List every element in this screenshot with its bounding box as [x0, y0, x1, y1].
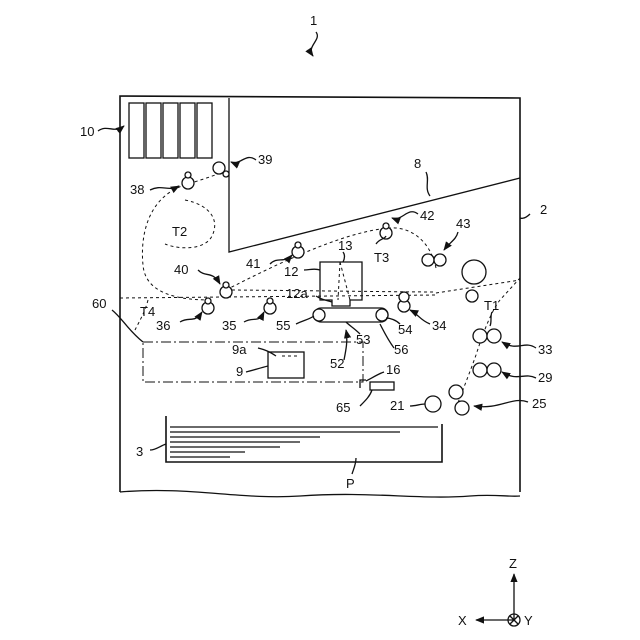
label-9: 9 — [236, 364, 243, 379]
label-39: 39 — [258, 152, 272, 167]
label-42: 42 — [420, 208, 434, 223]
leader-36 — [180, 312, 202, 322]
leader-3 — [150, 444, 166, 450]
discharge-tray — [229, 98, 520, 252]
axis-indicator: Z X Y — [458, 556, 533, 628]
figure-number: 1 — [310, 13, 317, 28]
label-2: 2 — [540, 202, 547, 217]
belt-roller-55 — [313, 309, 325, 321]
leader-40 — [198, 270, 220, 284]
roller-39 — [213, 162, 229, 177]
label-T2: T2 — [172, 224, 187, 239]
label-35: 35 — [222, 318, 236, 333]
leader-13 — [343, 252, 345, 262]
label-16: 16 — [386, 362, 400, 377]
leader-T1 — [490, 312, 492, 326]
axis-x-label: X — [458, 613, 467, 628]
leader-39 — [231, 157, 256, 162]
label-8: 8 — [414, 156, 421, 171]
label-10: 10 — [80, 124, 94, 139]
path-belt — [120, 295, 436, 298]
leader-2 — [520, 214, 530, 218]
label-65: 65 — [336, 400, 350, 415]
leader-16 — [366, 372, 384, 381]
label-53: 53 — [356, 332, 370, 347]
label-33: 33 — [538, 342, 552, 357]
roller-38 — [182, 172, 194, 189]
leader-35 — [244, 312, 264, 322]
toner-cartridges — [129, 103, 212, 158]
label-21: 21 — [390, 398, 404, 413]
label-12a: 12a — [286, 286, 308, 301]
label-54: 54 — [398, 322, 412, 337]
roller-21 — [425, 396, 441, 412]
label-38: 38 — [130, 182, 144, 197]
leader-43 — [444, 232, 458, 250]
label-T3: T3 — [374, 250, 389, 265]
label-43: 43 — [456, 216, 470, 231]
label-3: 3 — [136, 444, 143, 459]
axis-y-label: Y — [524, 613, 533, 628]
leader-9 — [246, 366, 268, 372]
leader-56 — [380, 324, 394, 348]
leader-65 — [360, 390, 372, 406]
leader-33 — [502, 342, 536, 348]
label-13: 13 — [338, 238, 352, 253]
leader-55 — [296, 316, 314, 324]
axis-z-label: Z — [509, 556, 517, 571]
leader-8 — [426, 172, 430, 196]
label-34: 34 — [432, 318, 446, 333]
leader-34 — [410, 310, 430, 324]
paper-stack — [170, 427, 438, 457]
label-29: 29 — [538, 370, 552, 385]
sensor-65 — [370, 382, 394, 390]
head-beam-13 — [338, 262, 350, 300]
leader-60 — [112, 310, 143, 342]
housing-break-line — [120, 490, 520, 497]
box-9 — [268, 352, 304, 378]
label-41: 41 — [246, 256, 260, 271]
leader-12 — [304, 269, 320, 270]
leader-21 — [410, 404, 425, 406]
leader-29 — [502, 372, 536, 378]
roller-40 — [220, 282, 232, 298]
belt-roller-54 — [376, 309, 388, 321]
label-T1: T1 — [484, 298, 499, 313]
roller-41 — [292, 242, 304, 258]
figure-arrow — [311, 32, 317, 56]
label-52: 52 — [330, 356, 344, 371]
roller-large — [462, 260, 486, 302]
label-12: 12 — [284, 264, 298, 279]
label-36: 36 — [156, 318, 170, 333]
leader-12a — [316, 296, 332, 302]
roller-29 — [473, 363, 501, 377]
roller-34 — [398, 292, 410, 312]
label-T4: T4 — [140, 304, 155, 319]
label-P: P — [346, 476, 355, 491]
leader-P — [352, 458, 356, 474]
print-head-12 — [320, 262, 362, 306]
label-25: 25 — [532, 396, 546, 411]
roller-33 — [473, 329, 501, 343]
feed-tray — [166, 416, 442, 462]
roller-43 — [422, 254, 446, 266]
roller-35 — [264, 298, 276, 314]
label-9a: 9a — [232, 342, 247, 357]
label-55: 55 — [276, 318, 290, 333]
label-56: 56 — [394, 342, 408, 357]
leader-42 — [392, 212, 418, 219]
label-60: 60 — [92, 296, 106, 311]
label-40: 40 — [174, 262, 188, 277]
